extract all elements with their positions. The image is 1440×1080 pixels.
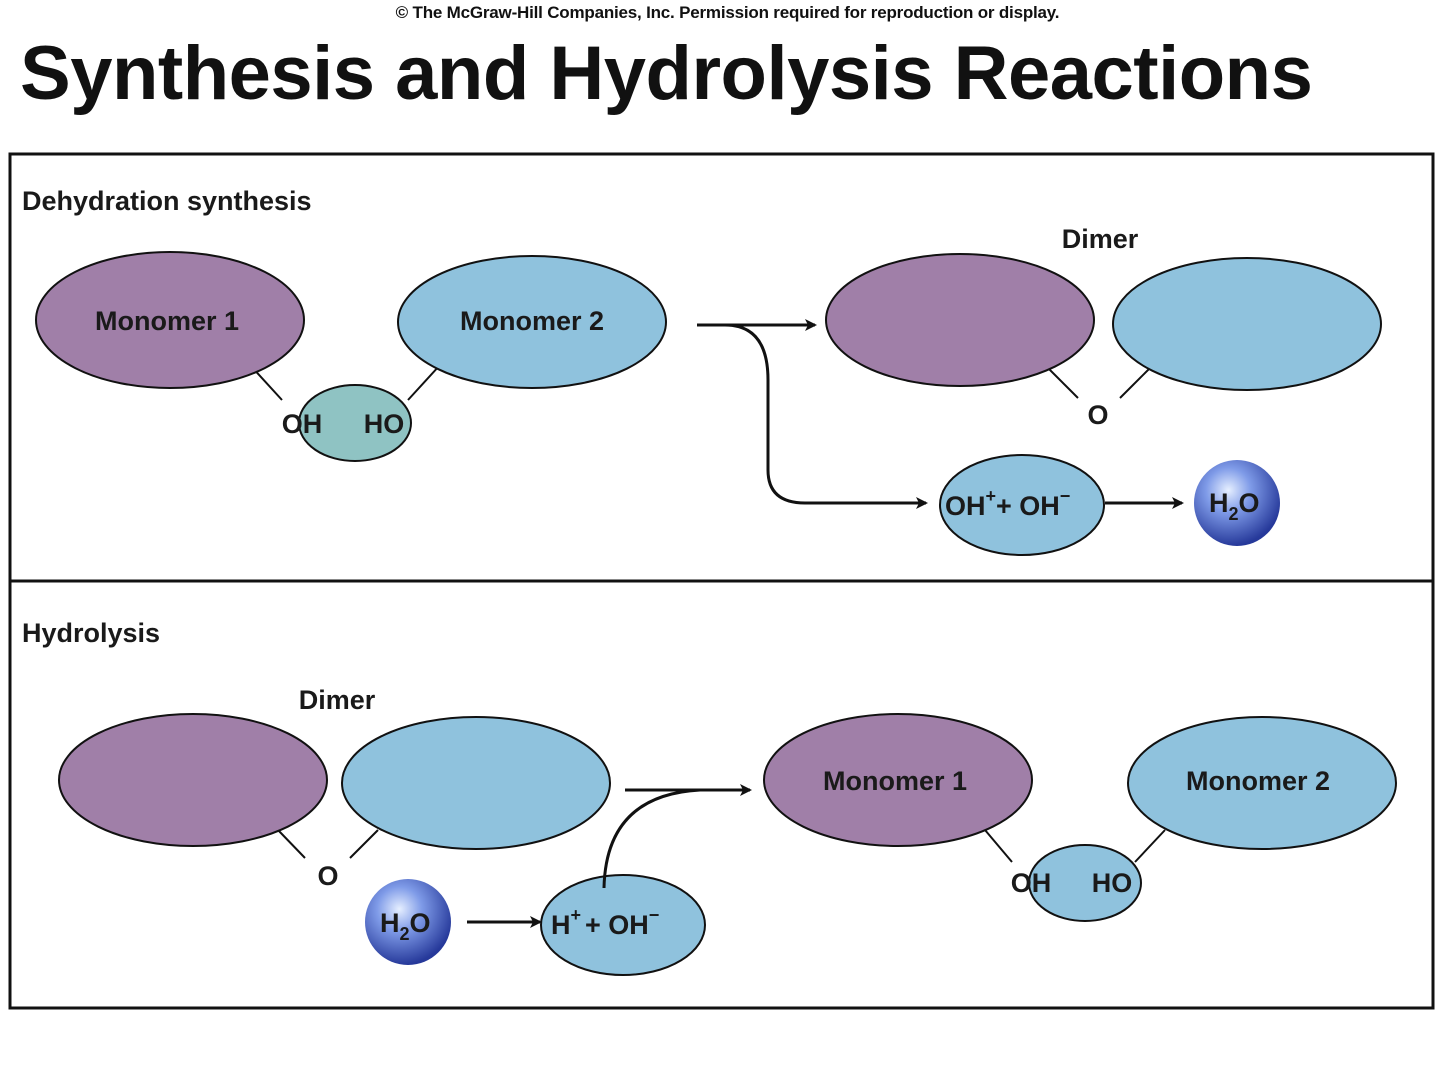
monomer1-ellipse (35, 251, 305, 389)
water-h: H (380, 908, 400, 938)
bond-stub (984, 829, 1013, 863)
water-sub: 2 (1229, 504, 1239, 524)
oxygen-bond-label: O (317, 861, 338, 891)
water-o: O (410, 908, 431, 938)
bond-stub (407, 364, 441, 401)
oh-label: OH (1011, 868, 1052, 898)
ion-minus-sup: − (1060, 486, 1071, 506)
ion-oh-text: OH (945, 491, 986, 521)
ion-plus-sup: + (986, 486, 997, 506)
bond-stub (1047, 367, 1079, 399)
dimer-monomer2-ellipse (341, 716, 611, 850)
ion-pair-ellipse (540, 874, 706, 976)
copyright-notice: © The McGraw-Hill Companies, Inc. Permis… (395, 3, 1060, 22)
water-o: O (1239, 488, 1260, 518)
oh-label: OH (282, 409, 323, 439)
hydroxyl-pair-ellipse (1028, 844, 1142, 922)
synthesis-heading: Dehydration synthesis (22, 186, 312, 216)
monomer2-label: Monomer 2 (460, 306, 604, 336)
hydrolysis-panel (8, 579, 1435, 1010)
ho-label: HO (364, 409, 405, 439)
dimer-monomer1-ellipse (58, 713, 328, 847)
ho-label: HO (1092, 868, 1133, 898)
water-label: H2O (380, 908, 431, 944)
bond-stub (1119, 367, 1151, 399)
ion-h-text: H (551, 910, 571, 940)
water-sub: 2 (400, 924, 410, 944)
ion-pair-label: OH++ OH− (945, 486, 1070, 521)
bond-stub (349, 829, 379, 859)
monomer2-ellipse (397, 255, 667, 389)
bond-stub (1134, 829, 1166, 863)
monomer2-label: Monomer 2 (1186, 766, 1330, 796)
ion-pair-ellipse (939, 454, 1105, 556)
oxygen-bond-label: O (1087, 400, 1108, 430)
ion-plus-oh-text: + OH (996, 491, 1060, 521)
dimer-monomer1-ellipse (825, 253, 1095, 387)
monomer1-ellipse (763, 713, 1033, 847)
water-label: H2O (1209, 488, 1260, 524)
water-sphere (1194, 460, 1280, 546)
monomer1-label: Monomer 1 (823, 766, 967, 796)
hydroxyl-pair-ellipse (298, 384, 412, 462)
dimer-label: Dimer (299, 685, 376, 715)
bond-stub (277, 829, 306, 859)
monomer1-label: Monomer 1 (95, 306, 239, 336)
ion-plus-oh-text: + OH (585, 910, 649, 940)
join-arrow (602, 788, 701, 889)
ion-pair-label: H++ OH− (551, 905, 659, 940)
ion-plus-sup: + (571, 905, 582, 925)
dimer-label: Dimer (1062, 224, 1139, 254)
ion-minus-sup: − (649, 905, 660, 925)
dimer-monomer2-ellipse (1112, 257, 1382, 391)
page-title: Synthesis and Hydrolysis Reactions (20, 31, 1313, 116)
branch-arrow (724, 323, 928, 509)
monomer2-ellipse (1127, 716, 1397, 850)
water-h: H (1209, 488, 1229, 518)
water-sphere (365, 879, 451, 965)
hydrolysis-heading: Hydrolysis (22, 618, 160, 648)
